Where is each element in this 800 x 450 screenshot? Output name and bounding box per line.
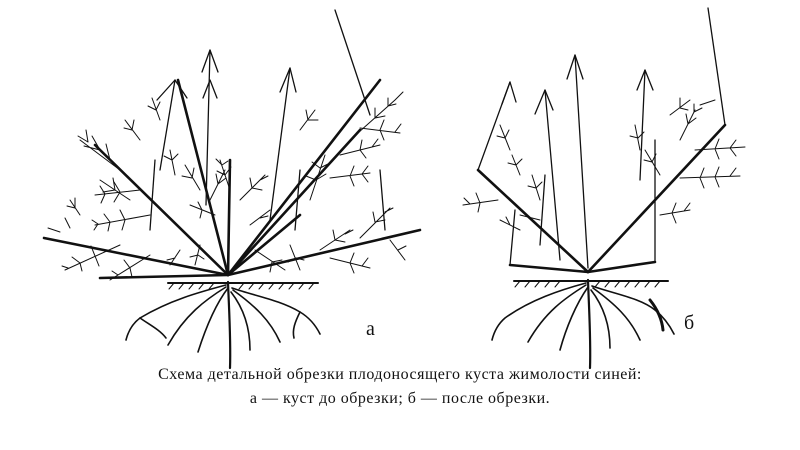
panel-label-before: а bbox=[366, 318, 375, 340]
bush-after-pruning bbox=[462, 7, 746, 370]
caption-title: Схема детальной обрезки плодоносящего ку… bbox=[158, 366, 642, 383]
fruiting-twigs bbox=[462, 97, 746, 231]
panel-label-after: б bbox=[684, 312, 695, 334]
ground-line bbox=[513, 280, 669, 288]
bush-before-pruning bbox=[42, 9, 422, 370]
ground-line bbox=[167, 282, 319, 290]
annual-shoots bbox=[477, 7, 726, 269]
main-stems bbox=[42, 78, 422, 280]
figure-caption: Схема детальной обрезки плодоносящего ку… bbox=[0, 366, 800, 408]
roots bbox=[125, 280, 321, 370]
roots bbox=[491, 278, 675, 370]
caption-legend: а — куст до обрезки; б — после обрезки. bbox=[249, 390, 551, 407]
fruiting-twigs bbox=[47, 91, 407, 281]
main-stems bbox=[476, 123, 727, 274]
annual-shoots bbox=[149, 9, 386, 231]
